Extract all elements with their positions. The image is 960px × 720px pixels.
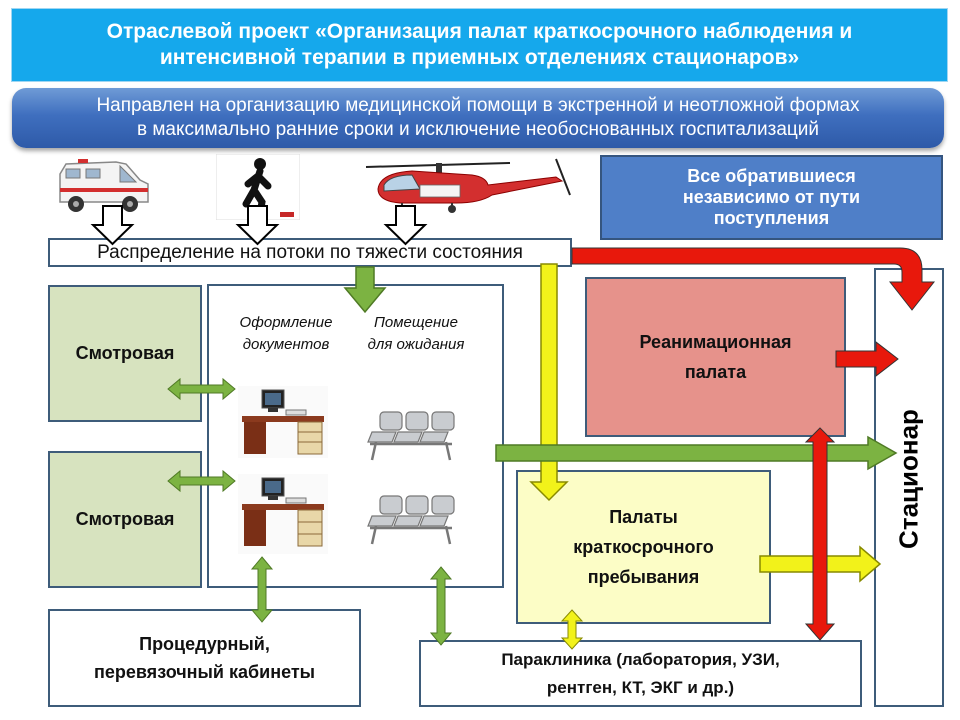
short-stay-line-2: краткосрочного xyxy=(573,537,714,557)
short-stay-line-3: пребывания xyxy=(587,567,700,587)
green-arrow-to-hospital xyxy=(495,435,898,471)
helicopter-down-arrow xyxy=(383,205,428,246)
title-line-2: интенсивной терапии в приемных отделения… xyxy=(159,46,800,69)
ambulance-icon xyxy=(59,159,149,212)
exam-2-double-arrow xyxy=(167,469,236,493)
computer-desk-icon xyxy=(238,474,328,554)
paraclinic-double-arrow xyxy=(429,566,453,646)
all-patients-line-2: независимо от пути xyxy=(682,187,861,207)
resuscitation-line-1: Реанимационная xyxy=(639,332,792,352)
paraclinic-line-1: Параклиника (лаборатория, УЗИ, xyxy=(501,649,780,669)
exam-room-2-label: Смотровая xyxy=(75,509,175,529)
all-patients-line-1: Все обратившиеся xyxy=(687,166,856,186)
exam-1-double-arrow xyxy=(167,377,236,401)
waiting-seats-icon xyxy=(367,495,455,545)
waiting-caption-line-2: для ожидания xyxy=(367,336,465,353)
green-down-arrow xyxy=(343,266,387,314)
waiting-seats-icon xyxy=(367,411,455,461)
yellow-down-arrow xyxy=(529,263,569,502)
title-line-1: Отраслевой проект «Организация палат кра… xyxy=(106,20,853,43)
short-stay-paraclinic-arrow xyxy=(560,609,584,650)
computer-desk-icon xyxy=(238,386,328,458)
paraclinic: Параклиника (лаборатория, УЗИ, рентген, … xyxy=(419,640,862,707)
exam-room-1-label: Смотровая xyxy=(75,343,175,363)
procedure-room-line-1: Процедурный, xyxy=(139,634,270,654)
subtitle-banner: Направлен на организацию медицинской пом… xyxy=(12,88,944,148)
resuscitation-ward: Реанимационная палата xyxy=(585,277,846,437)
exam-room-1: Смотровая xyxy=(48,285,202,422)
distribution-label: Распределение на потоки по тяжести состо… xyxy=(97,241,523,263)
ambulance-down-arrow xyxy=(90,205,135,246)
red-double-arrow xyxy=(804,427,836,641)
waiting-caption-line-1: Помещение xyxy=(374,314,458,331)
all-patients-line-3: поступления xyxy=(713,208,830,228)
hospital-box: Стационар xyxy=(874,268,944,707)
documents-caption-line-2: документов xyxy=(242,336,330,353)
procedure-double-arrow xyxy=(250,556,274,623)
red-arrow-to-hospital xyxy=(571,247,936,311)
documents-caption-line-1: Оформление xyxy=(239,314,333,331)
distribution-bar: Распределение на потоки по тяжести состо… xyxy=(48,238,572,267)
short-stay-wards: Палаты краткосрочного пребывания xyxy=(516,470,771,624)
all-patients-box: Все обратившиеся независимо от пути пост… xyxy=(600,155,943,240)
documents-caption: Оформление документов xyxy=(226,312,346,356)
page-title: Отраслевой проект «Организация палат кра… xyxy=(11,8,948,82)
walk-in-down-arrow xyxy=(235,205,280,246)
subtitle-line-1: Направлен на организацию медицинской пом… xyxy=(96,95,860,116)
procedure-room-line-2: перевязочный кабинеты xyxy=(93,662,316,682)
red-arrow-resuscitation-to-hospital xyxy=(835,340,899,378)
resuscitation-line-2: палата xyxy=(684,362,747,382)
procedure-room: Процедурный, перевязочный кабинеты xyxy=(48,609,361,707)
short-stay-line-1: Палаты xyxy=(609,507,678,527)
paraclinic-line-2: рентген, КТ, ЭКГ и др.) xyxy=(546,677,735,697)
waiting-caption: Помещение для ожидания xyxy=(352,312,480,356)
subtitle-line-2: в максимально ранние сроки и исключение … xyxy=(136,119,819,140)
